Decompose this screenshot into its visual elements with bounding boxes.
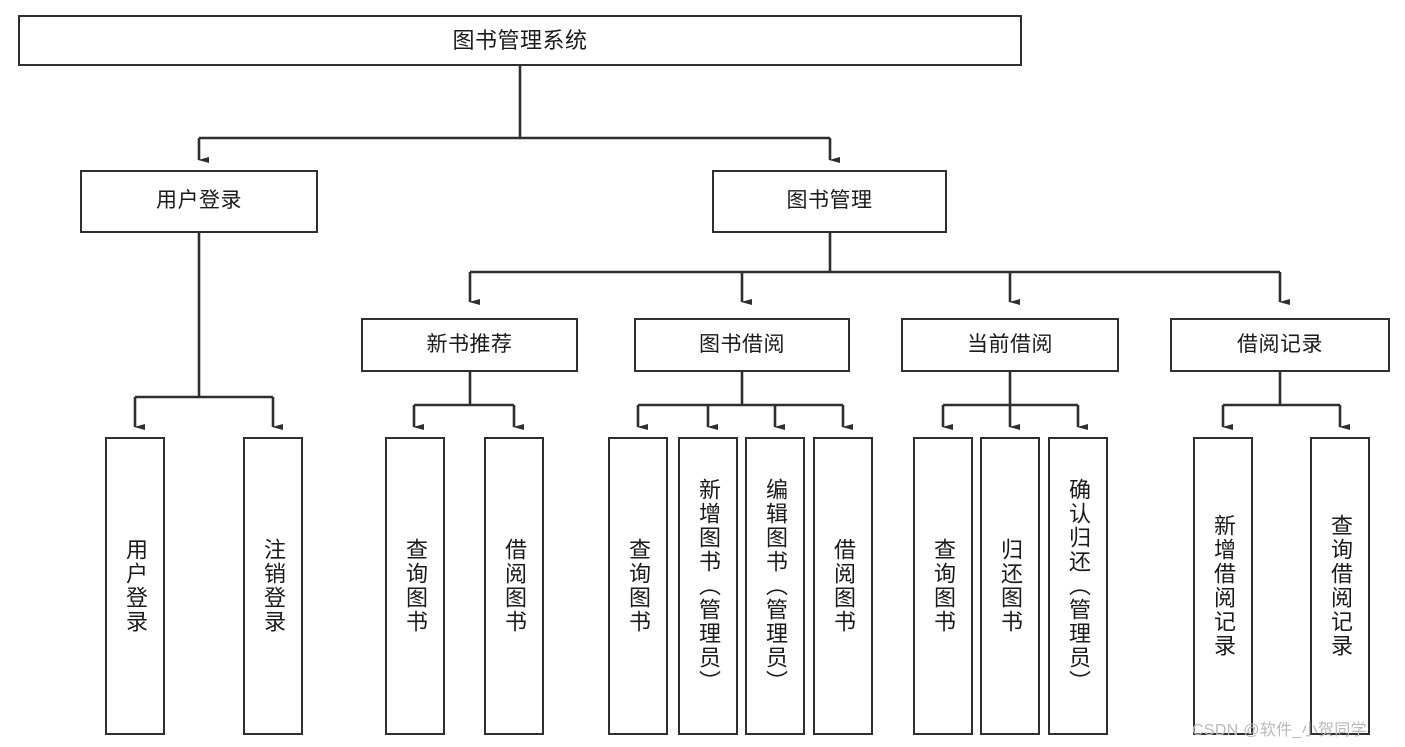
node-leaf-logout-login-label: 注销登录 (260, 538, 286, 634)
node-root-label: 图书管理系统 (452, 27, 588, 53)
node-user-login-label: 用户登录 (156, 189, 242, 213)
node-leaf-query-book-2[interactable]: 查询图书 (608, 437, 668, 735)
node-borrow-record[interactable]: 借阅记录 (1170, 318, 1390, 372)
node-leaf-borrow-book-2[interactable]: 借阅图书 (813, 437, 873, 735)
node-leaf-confirm-return-label: 确认归还（管理员） (1065, 478, 1091, 694)
node-leaf-query-record-label: 查询借阅记录 (1327, 514, 1353, 658)
node-leaf-borrow-book-1[interactable]: 借阅图书 (484, 437, 544, 735)
node-leaf-query-book-1[interactable]: 查询图书 (385, 437, 445, 735)
node-leaf-add-record[interactable]: 新增借阅记录 (1193, 437, 1253, 735)
node-book-borrow-label: 图书借阅 (699, 332, 785, 356)
node-book-borrow[interactable]: 图书借阅 (634, 318, 850, 372)
node-leaf-add-book-label: 新增图书（管理员） (695, 478, 721, 694)
node-leaf-query-book-1-label: 查询图书 (402, 538, 428, 634)
node-leaf-return-book-label: 归还图书 (997, 538, 1023, 634)
node-borrow-record-label: 借阅记录 (1237, 332, 1323, 356)
node-leaf-user-login[interactable]: 用户登录 (105, 437, 165, 735)
node-leaf-edit-book[interactable]: 编辑图书（管理员） (745, 437, 805, 735)
node-book-management-label: 图书管理 (786, 189, 873, 213)
node-new-book-recommend[interactable]: 新书推荐 (361, 318, 578, 372)
node-leaf-query-book-2-label: 查询图书 (625, 538, 651, 634)
node-leaf-query-record[interactable]: 查询借阅记录 (1310, 437, 1370, 735)
node-leaf-user-login-label: 用户登录 (122, 538, 148, 634)
node-user-login[interactable]: 用户登录 (80, 170, 318, 233)
node-root[interactable]: 图书管理系统 (18, 15, 1022, 66)
node-new-book-recommend-label: 新书推荐 (426, 332, 513, 356)
node-leaf-query-book-3-label: 查询图书 (930, 538, 956, 634)
node-leaf-borrow-book-2-label: 借阅图书 (830, 538, 856, 634)
node-leaf-add-record-label: 新增借阅记录 (1210, 514, 1236, 658)
node-leaf-borrow-book-1-label: 借阅图书 (501, 538, 527, 634)
node-leaf-edit-book-label: 编辑图书（管理员） (762, 478, 788, 694)
node-leaf-confirm-return[interactable]: 确认归还（管理员） (1048, 437, 1108, 735)
node-book-management[interactable]: 图书管理 (712, 170, 947, 233)
node-current-borrow-label: 当前借阅 (967, 332, 1053, 356)
node-current-borrow[interactable]: 当前借阅 (901, 318, 1119, 372)
node-leaf-query-book-3[interactable]: 查询图书 (913, 437, 973, 735)
node-leaf-return-book[interactable]: 归还图书 (980, 437, 1040, 735)
node-leaf-logout-login[interactable]: 注销登录 (243, 437, 303, 735)
node-leaf-add-book[interactable]: 新增图书（管理员） (678, 437, 738, 735)
